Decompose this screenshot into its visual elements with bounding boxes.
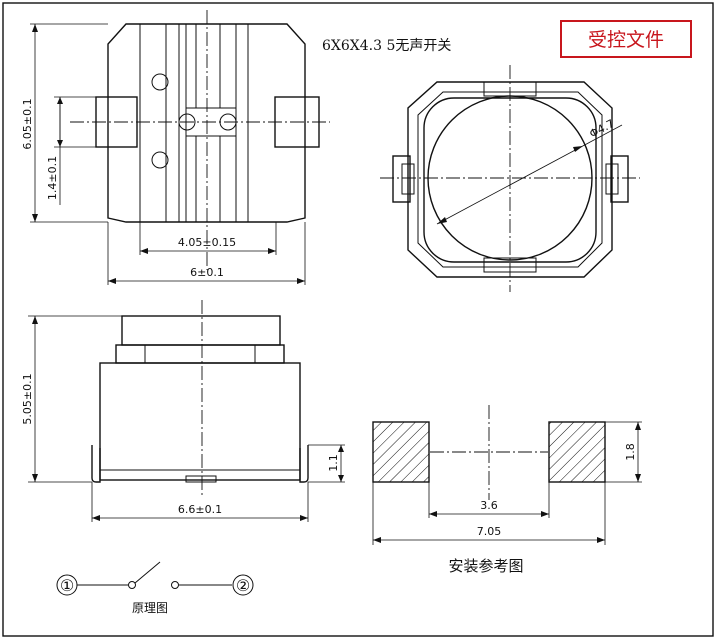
pin1-label: ①: [60, 576, 74, 595]
pcb-layout: 1.8 3.6 7.05 安装参考图: [372, 405, 642, 575]
side-view-dimensions: 5.05±0.1 1.1 6.6±0.1: [21, 315, 345, 522]
dim-side-width: 6.6±0.1: [178, 503, 222, 516]
dim-pad-height: 1.8: [624, 443, 637, 461]
top-view: [70, 10, 330, 270]
schematic: ① ② 原理图: [56, 561, 254, 615]
layout-caption: 安装参考图: [448, 557, 523, 575]
dim-side-height: 5.05±0.1: [21, 373, 34, 424]
dim-side-terminal-height: 1.1: [327, 454, 340, 472]
dim-pad-gap: 3.6: [480, 499, 498, 512]
dim-top-height: 6.05±0.1: [21, 98, 34, 149]
plan-view: Φ4.7: [380, 65, 640, 292]
controlled-document-stamp: 受控文件: [560, 20, 692, 58]
pin2-label: ②: [236, 576, 250, 595]
stamp-label: 受控文件: [588, 29, 664, 51]
top-view-dimensions: 6.05±0.1 1.4±0.1 4.05±0.15 6±0.1: [21, 23, 306, 285]
drawing-title: 6X6X4.3 5无声开关: [322, 38, 451, 54]
dim-pad-span: 7.05: [477, 525, 502, 538]
side-view: [91, 300, 309, 495]
schematic-caption: 原理图: [132, 601, 168, 615]
dim-top-inner-width: 4.05±0.15: [178, 236, 236, 249]
dim-top-pad-height: 1.4±0.1: [46, 156, 59, 200]
dim-top-width: 6±0.1: [190, 266, 224, 279]
